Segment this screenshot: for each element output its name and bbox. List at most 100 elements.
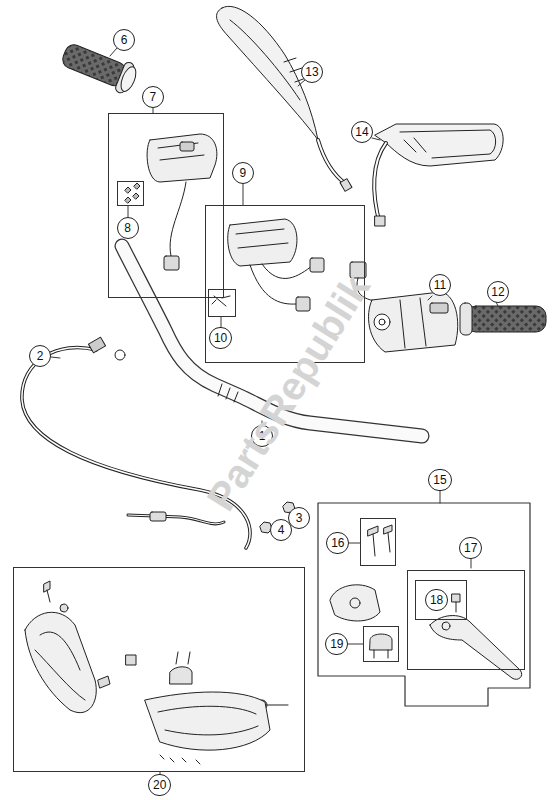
illustration-stroke [298,80,305,86]
illustration-stroke [350,598,360,608]
illustration-stroke [128,515,224,524]
group-box: 1516171819 [318,503,530,706]
illustration-stroke [404,138,426,152]
group-box: 18 [415,580,467,620]
callout-circle: 2 [29,345,51,367]
illustration-stroke [88,337,105,353]
callout-number: 13 [305,65,318,79]
callout-number: 10 [209,327,232,349]
illustration-stroke [35,632,85,700]
callout-circle: 13 [301,61,323,83]
illustration-stroke [400,130,496,158]
hand-guards [25,581,288,764]
illustration-stroke [243,184,244,205]
callout-number: 20 [148,774,171,796]
callout-number: 18 [425,589,448,611]
illustration-stroke [110,48,117,56]
illustration-stroke [374,143,386,224]
callout-circle: 12 [487,281,509,303]
illustration-stroke [348,644,363,645]
callout-number: 15 [428,469,451,491]
group-box: 10 [208,289,236,317]
illustration-stroke [158,143,204,160]
group-box: 1718 [407,570,525,670]
illustration-stroke [180,142,194,151]
illustration-stroke [60,604,68,612]
left-mirror [216,6,351,191]
right-grip [460,303,546,335]
callout-number: 7 [142,86,164,108]
illustration-stroke [150,512,166,521]
illustration-stroke [125,183,140,203]
callout-circle: 11 [429,274,451,296]
illustration-stroke [428,296,432,300]
cable [22,337,250,548]
illustration-stroke [466,306,546,332]
illustration-stroke [330,585,380,621]
illustration-stroke [221,317,222,327]
illustration-stroke [170,182,186,256]
illustration-stroke [440,491,441,503]
illustration-stroke [44,581,50,602]
illustration-stroke [384,525,392,552]
callout-number: 11 [434,278,446,292]
group-box: 20 [13,567,305,772]
illustration-stroke [118,65,139,94]
illustration-stroke [471,559,472,568]
illustration-stroke [164,256,179,270]
callout-circle: 14 [351,121,373,143]
illustration-stroke [400,298,426,348]
illustration-stroke [310,258,324,272]
group-box: 19 [363,626,399,662]
illustration-stroke [374,314,390,330]
illustration-stroke [318,140,346,184]
callout-number: 19 [325,633,348,655]
illustration-stroke [22,347,250,548]
illustration-stroke [236,229,288,248]
callout-circle: 6 [113,29,135,51]
illustration-stroke [126,655,136,665]
illustration-stroke [296,297,310,311]
illustration-stroke [379,319,385,325]
illustration-stroke [147,134,217,182]
illustration-stroke [218,384,238,402]
illustration-stroke [160,755,200,764]
illustration-stroke [128,515,224,524]
callout-number: 17 [459,537,482,559]
group-box: 16 [360,518,396,566]
illustration-stroke [370,634,392,650]
illustration-stroke [128,206,129,217]
illustration-stroke [115,350,125,360]
illustration-stroke [22,6,546,774]
illustration-stroke [51,357,60,358]
illustration-stroke [368,526,378,556]
illustration-stroke [22,347,250,548]
illustration-stroke [452,594,460,612]
callout-circle: 4 [270,519,292,541]
illustration-stroke [375,124,503,166]
illustration-stroke [170,667,192,684]
brake-parts [330,525,522,679]
illustration-stroke [372,138,380,140]
callout-number: 16 [326,532,349,554]
illustration-stroke [158,706,258,735]
illustration-stroke [442,622,450,630]
switch-unit [212,219,324,311]
callout-number: 4 [278,523,285,537]
watermark: PartsRepublik [198,266,379,518]
group-outline [318,503,530,706]
illustration-stroke [228,219,297,266]
callout-number: 12 [491,285,504,299]
callout-number: 2 [37,349,44,363]
illustration-stroke [145,692,270,750]
callout-number: 3 [296,511,303,525]
callout-number: 9 [232,162,254,184]
illustration-stroke [374,650,388,658]
illustration-stroke [98,676,110,688]
illustration-stroke [430,303,448,313]
callout-number: 6 [121,33,128,47]
illustration-stroke [368,292,457,352]
leader-line [51,48,498,774]
left-switch [125,134,217,270]
